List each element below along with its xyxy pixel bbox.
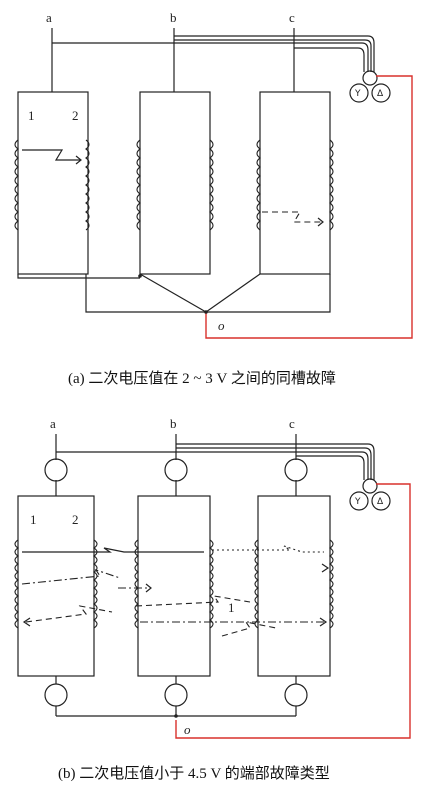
neutral-label-a: o <box>218 318 225 333</box>
wire-b2-to-meter <box>174 39 372 72</box>
y-delta-meter-icon: Y Δ <box>349 70 391 103</box>
bottom-link-left <box>17 274 140 279</box>
core-b-right <box>257 495 331 677</box>
coil-b1-left <box>14 539 19 629</box>
coil-group-a <box>14 139 334 231</box>
star-diagonal-right <box>205 273 261 313</box>
fault-line-b8 <box>221 621 277 637</box>
fault-arrow-a2 <box>262 211 322 223</box>
winding-2-label: 2 <box>72 108 79 123</box>
terminal-c-label: c <box>289 10 295 25</box>
core-b-middle <box>137 495 211 677</box>
core-a-middle <box>139 91 211 275</box>
wire-b-to-meter <box>174 35 375 72</box>
neutral-label-b: o <box>184 722 191 737</box>
y-delta-meter-icon-b: Y Δ <box>349 478 391 511</box>
ct-bottom-a-icon <box>44 683 68 707</box>
junction-dot-a1 <box>138 274 142 278</box>
wire-b-to-meter-b <box>176 443 375 480</box>
diagram-b: a b c Y Δ 1 2 <box>14 416 411 782</box>
fault-line-b5 <box>25 605 113 623</box>
coil-a3-right <box>329 139 334 231</box>
coil-a2-left <box>136 139 141 231</box>
diagram-a: a b c Y Δ 1 2 <box>14 10 413 387</box>
arrow-head-b4 <box>145 583 152 593</box>
delta-symbol: Δ <box>377 89 384 99</box>
terminal-b-label-b: b <box>170 416 177 431</box>
arrow-head-a2 <box>317 217 324 227</box>
fault-line-b1 <box>22 547 204 553</box>
delta-symbol-b: Δ <box>377 497 384 507</box>
red-sense-lead-b <box>175 483 411 739</box>
wire-a-to-meter-b <box>56 451 369 480</box>
wire-c-to-meter <box>294 47 365 72</box>
junction-dot-b <box>174 714 178 718</box>
coil-b2-right <box>209 539 214 629</box>
y-symbol: Y <box>354 89 361 99</box>
bottom-link-right <box>206 274 331 313</box>
coil-b3-right <box>329 539 334 629</box>
terminal-a-label: a <box>46 10 52 25</box>
arrow-head-b5 <box>22 617 31 627</box>
fault-mark-label: 1 <box>228 600 235 615</box>
arrow-head-b7 <box>319 617 328 627</box>
wire-a-to-meter <box>52 42 369 72</box>
arrow-head-b9 <box>321 563 330 573</box>
caption-b: (b) 二次电压值小于 4.5 V 的端部故障类型 <box>58 764 330 782</box>
coil-a1-right <box>85 139 90 231</box>
winding-2-label-b: 2 <box>72 512 79 527</box>
wire-c-to-meter-b <box>296 455 365 480</box>
coil-b2-left <box>134 539 139 629</box>
coil-b1-right <box>93 539 98 629</box>
arrow-head-a1 <box>75 155 82 165</box>
star-diagonal <box>139 273 207 313</box>
fault-arrow-a1 <box>22 149 80 161</box>
coil-group-b <box>14 539 334 629</box>
wire-b2-to-meter-b <box>176 447 372 480</box>
ct-bottom-b-icon <box>164 683 188 707</box>
junction-dot-a2 <box>204 310 208 314</box>
fault-line-b2 <box>212 545 324 553</box>
coil-a3-left <box>256 139 261 231</box>
red-sense-lead-a <box>205 75 413 339</box>
ct-bottom-c-icon <box>284 683 308 707</box>
terminal-b-label: b <box>170 10 177 25</box>
coil-a1-left <box>14 139 19 231</box>
coil-b3-left <box>254 539 259 629</box>
bottom-link-neutral <box>85 274 206 313</box>
terminal-c-label-b: c <box>289 416 295 431</box>
winding-1-label-b: 1 <box>30 512 37 527</box>
caption-a: (a) 二次电压值在 2 ~ 3 V 之间的同槽故障 <box>68 369 336 387</box>
fault-line-b3 <box>21 568 121 585</box>
winding-1-label: 1 <box>28 108 35 123</box>
ct-top-c-icon <box>284 458 308 482</box>
ct-top-b-icon <box>164 458 188 482</box>
y-symbol-b: Y <box>354 497 361 507</box>
coil-a2-right <box>209 139 214 231</box>
ct-top-a-icon <box>44 458 68 482</box>
terminal-a-label-b: a <box>50 416 56 431</box>
fault-line-b6 <box>135 595 251 607</box>
core-a-right <box>259 91 331 275</box>
